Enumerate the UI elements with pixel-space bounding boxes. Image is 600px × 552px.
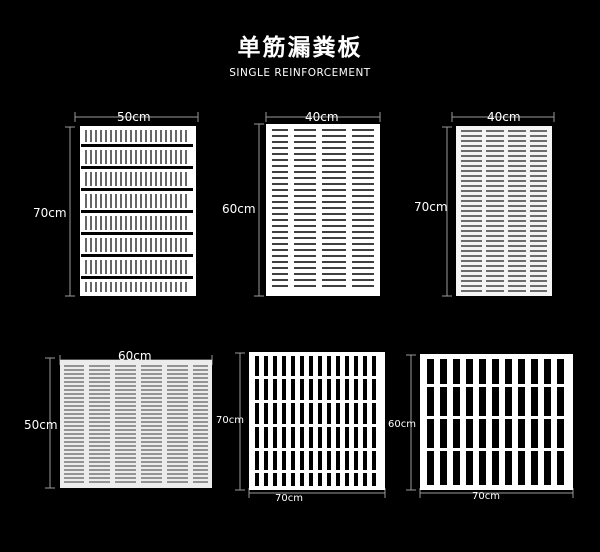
slat-board-50x70 — [78, 126, 196, 296]
slat-board-70x70 — [249, 352, 385, 490]
page-title: 单筋漏粪板 — [237, 35, 363, 61]
slat-board-40x70 — [456, 126, 552, 296]
width-label: 40cm — [487, 110, 521, 124]
width-label: 60cm — [118, 349, 152, 363]
width-label: 70cm — [472, 491, 500, 502]
height-label: 70cm — [216, 415, 244, 426]
page-subtitle: SINGLE REINFORCEMENT — [229, 67, 371, 79]
slat-board-60x50 — [60, 360, 212, 488]
width-label: 70cm — [275, 493, 303, 504]
height-label: 70cm — [33, 206, 67, 220]
slat-board-40x60 — [266, 124, 380, 296]
width-label: 50cm — [117, 110, 151, 124]
height-label: 60cm — [222, 202, 256, 216]
height-label: 70cm — [414, 200, 448, 214]
slat-board-70x60 — [420, 354, 573, 490]
height-label: 60cm — [388, 419, 416, 430]
width-label: 40cm — [305, 110, 339, 124]
height-label: 50cm — [24, 418, 58, 432]
